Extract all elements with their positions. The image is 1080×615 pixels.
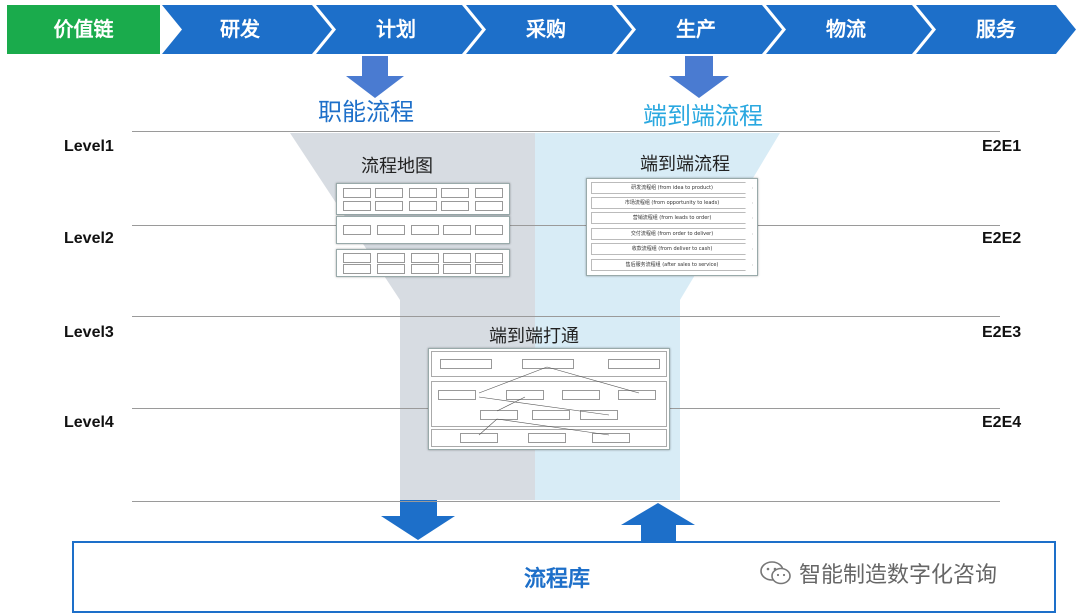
process-library-title: 流程库 [524, 567, 591, 592]
integration-diagram [428, 348, 670, 450]
level2-label: Level2 [64, 230, 114, 247]
up-arrow-library-icon [621, 503, 695, 541]
e2e3-label: E2E3 [982, 324, 1022, 341]
stage-label-logistics: 物流 [826, 17, 866, 41]
e2e-row: 市场流程组 (from opportunity to leads) [591, 197, 753, 209]
stage-chevron-service [916, 5, 1076, 54]
process-map-group-2 [336, 216, 510, 244]
e2e-row: 交付流程组 (from order to deliver) [591, 228, 753, 240]
process-map-group-1 [336, 183, 510, 215]
value-chain-shapes [7, 5, 1076, 54]
e2e-process-panel: 研发流程组 (from idea to product) 市场流程组 (from… [586, 178, 758, 276]
process-library-box: 流程库 智能制造数字化咨询 [72, 541, 1056, 613]
e2e-row: 研发流程组 (from idea to product) [591, 182, 753, 194]
functional-process-title: 职能流程 [318, 98, 414, 126]
e2e-row: 售后服务流程组 (after sales to service) [591, 259, 753, 271]
e2e-process-title: 端到端流程 [643, 102, 763, 130]
level3-label: Level3 [64, 324, 114, 341]
level1-label: Level1 [64, 138, 114, 155]
process-map-group-3 [336, 249, 510, 277]
integration-level1-lane [431, 351, 667, 377]
watermark: 智能制造数字化咨询 [759, 557, 997, 589]
down-arrow-plan-icon [346, 56, 404, 98]
down-arrow-production-icon [669, 56, 729, 98]
stage-label-plan: 计划 [376, 17, 416, 41]
stage-chevron-plan [316, 5, 482, 54]
e2e-row: 收款流程组 (from deliver to cash) [591, 243, 753, 255]
stage-label-purchase: 采购 [526, 17, 566, 41]
value-chain-bar: 价值链 研发 计划 采购 生产 物流 服务 [0, 0, 1080, 60]
e2e2-label: E2E2 [982, 230, 1022, 247]
e2e1-label: E2E1 [982, 138, 1022, 155]
stage-label-production: 生产 [676, 17, 716, 41]
value-chain-label-box [7, 5, 160, 54]
value-chain-label: 价值链 [53, 17, 114, 41]
level3-divider [132, 316, 1000, 317]
stage-chevron-purchase [466, 5, 632, 54]
integration-level3-lane [431, 429, 667, 447]
level1-divider [132, 131, 1000, 132]
stage-chevron-rd [162, 5, 332, 54]
stage-label-service: 服务 [976, 17, 1016, 41]
level4-label: Level4 [64, 414, 114, 431]
e2e-row: 营销流程组 (from leads to order) [591, 212, 753, 224]
process-map-title: 流程地图 [361, 156, 433, 177]
bottom-divider [132, 501, 1000, 502]
e2e-panel-title: 端到端流程 [640, 154, 730, 175]
integration-title: 端到端打通 [489, 326, 579, 347]
level2-divider [132, 225, 1000, 226]
watermark-text: 智能制造数字化咨询 [799, 563, 998, 588]
stage-label-rd: 研发 [220, 17, 260, 41]
integration-links [478, 366, 640, 436]
stage-chevron-production [616, 5, 782, 54]
e2e4-label: E2E4 [982, 414, 1022, 431]
wechat-icon [760, 561, 791, 585]
stage-chevron-logistics [766, 5, 932, 54]
down-arrow-library-icon [381, 500, 455, 540]
